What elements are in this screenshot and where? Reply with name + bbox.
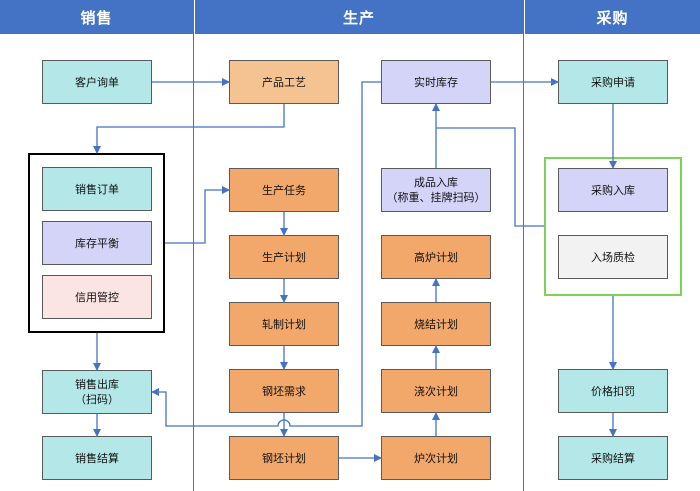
furnace-plan-label: 炉次计划 [414, 451, 458, 465]
furnace-plan-node: 炉次计划 [381, 436, 491, 480]
rolling-plan-node: 轧制计划 [229, 302, 339, 346]
product-process-node: 产品工艺 [229, 60, 339, 104]
lane-header-purchase: 采购 [525, 0, 700, 34]
sales-settlement-label: 销售结算 [75, 451, 119, 465]
sales-outbound-sublabel: （扫码） [75, 393, 119, 406]
realtime-inventory-label: 实时库存 [414, 75, 458, 89]
arrow-inventory-to-outbound [151, 81, 381, 427]
purchase-inbound-label: 采购入库 [591, 183, 635, 197]
billet-demand-node: 钢坯需求 [229, 369, 339, 413]
purchase-request-node: 采购申请 [558, 60, 668, 104]
sintering-plan-label: 烧结计划 [414, 317, 458, 331]
billet-demand-label: 钢坯需求 [262, 384, 306, 398]
inventory-balance-label: 库存平衡 [75, 236, 119, 250]
sales-order-node: 销售订单 [42, 167, 152, 211]
arrow-process-to-order-group [93, 104, 285, 154]
production-task-node: 生产任务 [229, 168, 339, 212]
sales-order-label: 销售订单 [75, 182, 119, 196]
inventory-balance-node: 库存平衡 [42, 221, 152, 265]
credit-control-label: 信用管控 [75, 290, 119, 304]
lane-header-production: 生产 [195, 0, 523, 34]
credit-control-node: 信用管控 [42, 275, 152, 319]
purchase-request-label: 采购申请 [591, 75, 635, 89]
sales-order-group [28, 153, 165, 333]
customer-inquiry-node: 客户询单 [42, 60, 152, 104]
lane-header-sales: 销售 [0, 0, 193, 34]
casting-plan-label: 浇次计划 [414, 384, 458, 398]
rolling-plan-label: 轧制计划 [262, 317, 306, 331]
arrow-quality-to-inventory [436, 127, 544, 227]
finished-inbound-sublabel: （称重、挂牌扫码） [386, 191, 486, 204]
price-penalty-node: 价格扣罚 [558, 369, 668, 413]
lane-divider-left [193, 0, 194, 491]
production-task-label: 生产任务 [262, 183, 306, 197]
customer-inquiry-label: 客户询单 [75, 75, 119, 89]
quality-check-node: 入场质检 [558, 235, 668, 279]
purchase-settlement-label: 采购结算 [591, 451, 635, 465]
finished-inbound-label: 成品入库 [414, 176, 458, 189]
price-penalty-label: 价格扣罚 [591, 384, 635, 398]
blast-furnace-plan-label: 高炉计划 [414, 250, 458, 264]
arrow-balance-to-task [165, 186, 230, 244]
production-plan-label: 生产计划 [262, 250, 306, 264]
purchase-settlement-node: 采购结算 [558, 436, 668, 480]
quality-check-label: 入场质检 [591, 250, 635, 264]
casting-plan-node: 浇次计划 [381, 369, 491, 413]
finished-inbound-node: 成品入库 （称重、挂牌扫码） [381, 168, 491, 212]
sintering-plan-node: 烧结计划 [381, 302, 491, 346]
product-process-label: 产品工艺 [262, 75, 306, 89]
billet-plan-label: 钢坯计划 [262, 451, 306, 465]
sales-outbound-label: 销售出库 [75, 378, 119, 391]
lane-divider-right [523, 0, 524, 491]
